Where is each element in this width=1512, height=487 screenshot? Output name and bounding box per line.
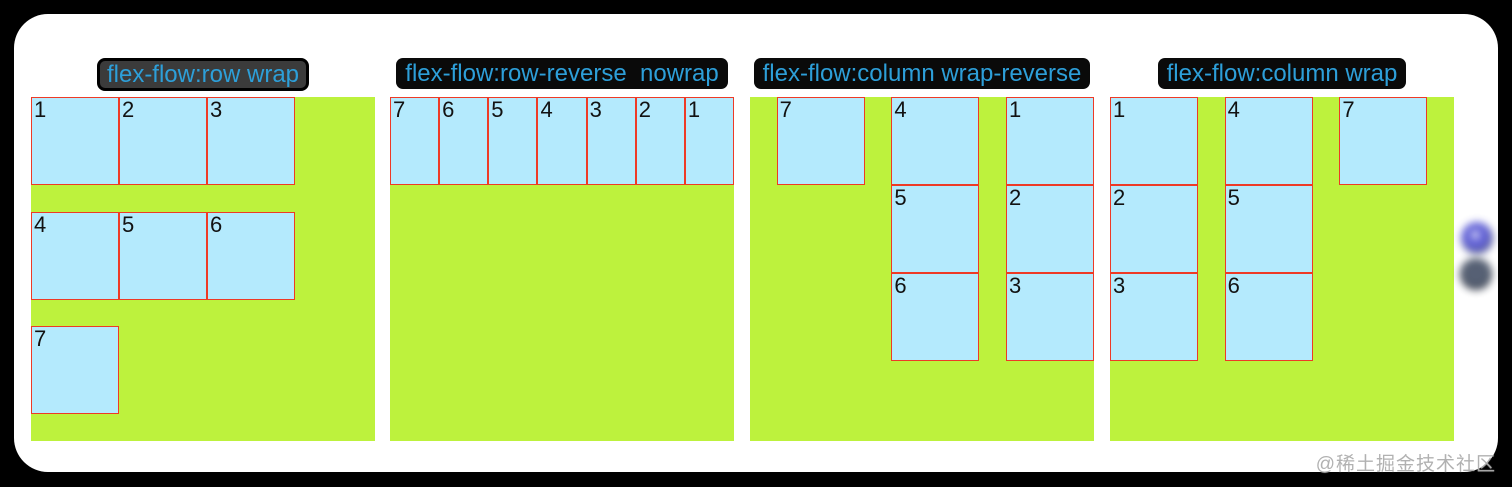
flex-container-row-reverse-nowrap: 1 2 3 4 5 6 7 — [390, 97, 734, 441]
flex-item-number: 5 — [894, 185, 907, 210]
dark-badge-icon[interactable] — [1460, 258, 1492, 290]
flex-item-number: 7 — [34, 326, 47, 352]
flex-item-number: 6 — [894, 273, 907, 298]
flex-item-3: 3 — [207, 97, 295, 185]
flex-item-5: 5 — [119, 211, 207, 300]
flex-item-number: 3 — [1008, 273, 1022, 298]
flex-item-5: 5 — [891, 185, 980, 273]
flex-item-2: 2 — [635, 97, 685, 185]
flex-item-number: 6 — [1227, 273, 1240, 298]
flex-item-number: 5 — [491, 97, 504, 122]
demo-column-wrap-reverse: flex-flow:column wrap-reverse 1 2 3 4 5 6 7 — [750, 58, 1094, 441]
panel-title-column-wrap: flex-flow:column wrap — [1157, 58, 1407, 89]
panel-title-row-reverse-nowrap: flex-flow:row-reverse nowrap — [396, 58, 728, 89]
flex-item-number: 7 — [393, 97, 406, 122]
panel-title-row-wrap: flex-flow:row wrap — [96, 58, 310, 91]
flex-item-number: 5 — [122, 211, 135, 237]
flex-container-row-wrap: 1 2 3 4 5 6 7 — [31, 97, 375, 441]
flex-item-3: 3 — [1005, 273, 1094, 361]
flex-item-number: 3 — [589, 97, 602, 122]
flex-item-1: 1 — [684, 97, 734, 185]
demo-row-reverse-nowrap: flex-flow:row-reverse nowrap 1 2 3 4 5 6 7 — [390, 58, 734, 441]
flex-item-7: 7 — [1339, 97, 1428, 185]
title-row: flex-flow:row-reverse nowrap — [390, 58, 734, 97]
flex-item-number: 2 — [1008, 185, 1022, 210]
flex-item-2: 2 — [1110, 185, 1198, 273]
flex-item-number: 6 — [442, 97, 455, 122]
flex-item-7: 7 — [31, 326, 119, 415]
flex-item-6: 6 — [439, 97, 489, 185]
flex-item-number: 2 — [122, 97, 135, 122]
flex-item-number: 1 — [1008, 97, 1022, 122]
flex-container-column-wrap: 1 2 3 4 5 6 7 — [1110, 97, 1454, 441]
demo-row-wrap: flex-flow:row wrap 1 2 3 4 5 6 7 — [31, 58, 375, 441]
flex-container-column-wrap-reverse: 1 2 3 4 5 6 7 — [750, 97, 1094, 441]
flex-item-number: 4 — [1227, 97, 1240, 122]
flex-item-3: 3 — [1110, 273, 1198, 361]
flex-item-7: 7 — [390, 97, 440, 185]
flex-item-number: 2 — [638, 97, 651, 122]
flex-item-number: 5 — [1227, 185, 1240, 210]
watermark: @稀土掘金技术社区 — [1315, 454, 1496, 475]
title-row: flex-flow:row wrap — [31, 58, 375, 97]
flex-item-1: 1 — [31, 97, 119, 185]
flex-item-6: 6 — [207, 211, 295, 300]
flex-item-5: 5 — [1224, 185, 1313, 273]
flex-item-number: 4 — [894, 97, 907, 122]
flex-item-number: 4 — [540, 97, 553, 122]
flex-item-number: 3 — [1113, 273, 1126, 298]
flex-item-number: 7 — [1342, 97, 1355, 122]
flex-item-6: 6 — [1224, 273, 1313, 361]
flex-item-number: 4 — [34, 211, 47, 237]
browser-sticker-icon[interactable] — [1461, 222, 1493, 254]
flex-item-4: 4 — [1224, 97, 1313, 185]
flex-item-4: 4 — [537, 97, 587, 185]
flex-item-2: 2 — [119, 97, 207, 185]
flex-item-7: 7 — [776, 97, 865, 185]
flex-item-number: 1 — [1113, 97, 1126, 122]
title-row: flex-flow:column wrap — [1110, 58, 1454, 97]
demo-column-wrap: flex-flow:column wrap 1 2 3 4 5 6 7 — [1110, 58, 1454, 441]
flex-item-6: 6 — [891, 273, 980, 361]
flex-item-5: 5 — [488, 97, 538, 185]
flex-item-number: 7 — [779, 97, 792, 122]
flex-item-1: 1 — [1110, 97, 1198, 185]
flex-item-number: 1 — [34, 97, 47, 122]
flex-item-4: 4 — [891, 97, 980, 185]
flex-item-number: 2 — [1113, 185, 1126, 210]
flex-item-number: 3 — [210, 97, 223, 122]
flex-item-4: 4 — [31, 211, 119, 300]
flex-item-number: 1 — [687, 97, 701, 122]
flex-item-1: 1 — [1005, 97, 1094, 185]
panel-title-column-wrap-reverse: flex-flow:column wrap-reverse — [753, 58, 1091, 89]
flex-item-2: 2 — [1005, 185, 1094, 273]
flex-item-3: 3 — [586, 97, 636, 185]
title-row: flex-flow:column wrap-reverse — [750, 58, 1094, 97]
flex-item-number: 6 — [210, 211, 223, 237]
